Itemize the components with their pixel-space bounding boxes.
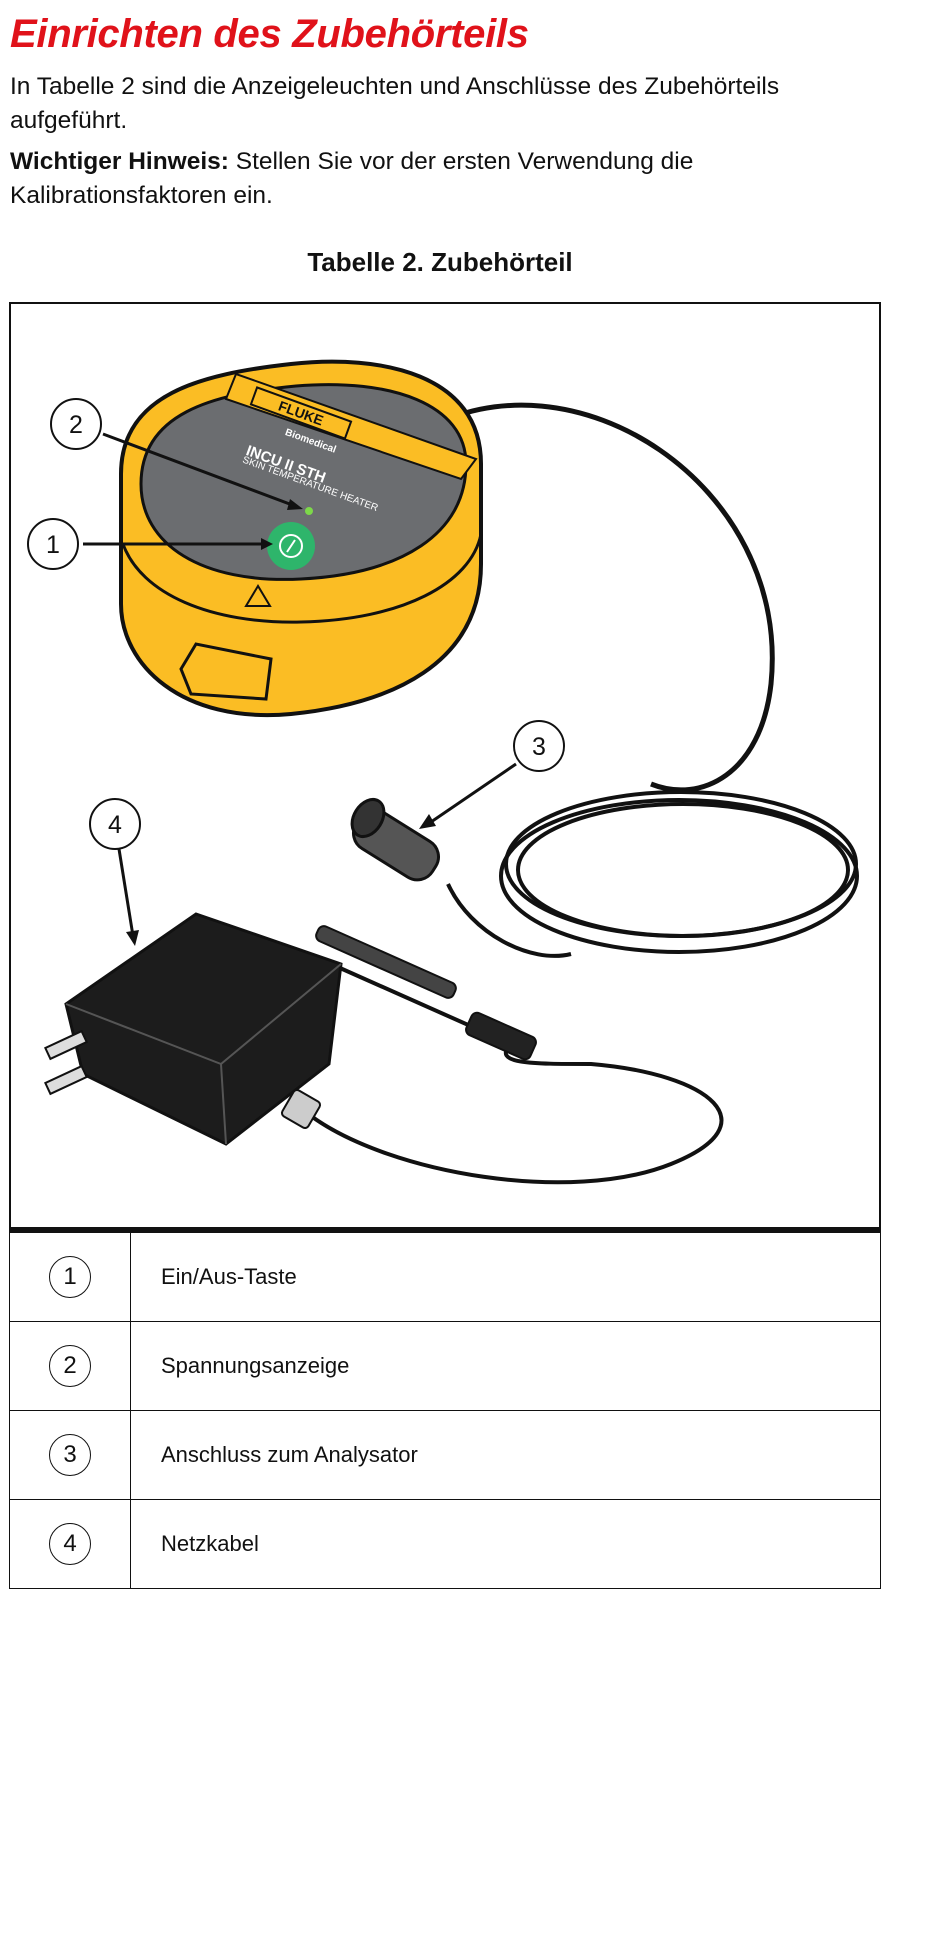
note-label: Wichtiger Hinweis: <box>10 148 229 175</box>
callout-4: 4 <box>89 798 141 946</box>
legend-table: 1 Ein/Aus-Taste 2 Spannungsanzeige 3 Ans… <box>9 1227 881 1589</box>
power-indicator-led <box>305 507 313 515</box>
row-label: Anschluss zum Analysator <box>130 1410 881 1500</box>
adapter-cable <box>309 962 724 1185</box>
table-row: 3 Anschluss zum Analysator <box>9 1410 881 1500</box>
table-row: 2 Spannungsanzeige <box>9 1321 881 1411</box>
callout-1: 1 <box>27 518 273 570</box>
accessory-figure: FLUKE Biomedical INCU II STH SKIN TEMPER… <box>9 302 881 1229</box>
svg-text:2: 2 <box>69 411 83 439</box>
row-number-cell: 3 <box>9 1410 131 1500</box>
svg-text:1: 1 <box>46 531 60 559</box>
svg-text:3: 3 <box>532 733 546 761</box>
svg-text:4: 4 <box>108 811 122 839</box>
row-number-cell: 1 <box>9 1227 131 1322</box>
page-title: Einrichten des Zubehörteils <box>10 12 529 56</box>
ferrite-bead <box>465 1011 537 1061</box>
warning-icon <box>244 584 272 607</box>
callout-number: 3 <box>49 1434 91 1476</box>
coiled-cable <box>446 790 859 958</box>
table-row: 4 Netzkabel <box>9 1499 881 1589</box>
table-row: 1 Ein/Aus-Taste <box>9 1227 881 1322</box>
accessory-illustration: FLUKE Biomedical INCU II STH SKIN TEMPER… <box>27 359 859 1185</box>
wall-adapter <box>44 912 343 1146</box>
housing-slot <box>179 642 273 701</box>
callout-2: 2 <box>50 398 303 510</box>
row-number-cell: 4 <box>9 1499 131 1589</box>
note-paragraph: Wichtiger Hinweis: Stellen Sie vor der e… <box>10 145 890 213</box>
callout-number: 2 <box>49 1345 91 1387</box>
row-number-cell: 2 <box>9 1321 131 1411</box>
row-label: Ein/Aus-Taste <box>130 1227 881 1322</box>
heater-cable <box>419 402 775 793</box>
callout-number: 1 <box>49 1256 91 1298</box>
analyzer-connector <box>350 797 440 882</box>
callout-number: 4 <box>49 1523 91 1565</box>
row-label: Spannungsanzeige <box>130 1321 881 1411</box>
dc-plug <box>315 925 457 999</box>
row-label: Netzkabel <box>130 1499 881 1589</box>
note-text: Stellen Sie vor der ersten Verwendung di… <box>10 148 694 209</box>
table-caption: Tabelle 2. Zubehörteil <box>307 247 573 277</box>
intro-paragraph: In Tabelle 2 sind die Anzeigeleuchten un… <box>10 73 780 134</box>
heater-device: FLUKE Biomedical INCU II STH SKIN TEMPER… <box>119 359 483 718</box>
callout-3: 3 <box>419 720 565 829</box>
